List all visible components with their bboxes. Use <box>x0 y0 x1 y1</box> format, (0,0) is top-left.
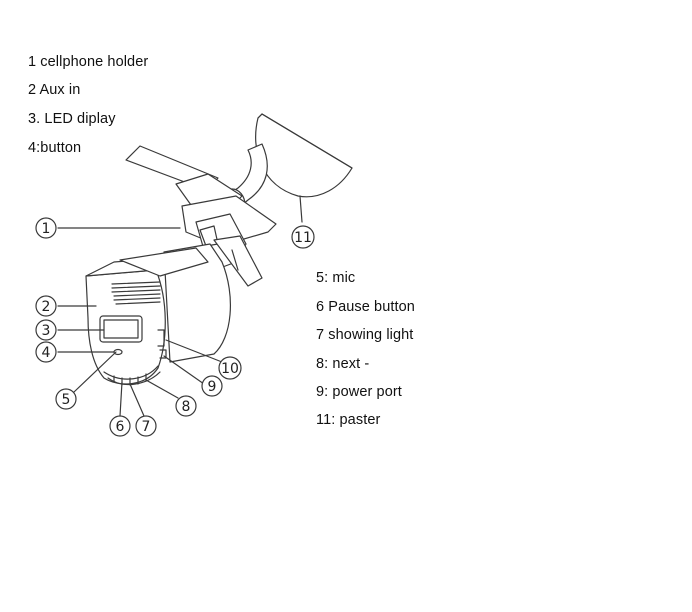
callout-6: 6 <box>109 415 131 437</box>
callout-2: 2 <box>35 295 57 317</box>
leader-lines <box>57 195 303 417</box>
legend-item-aux-in: 2 Aux in <box>28 82 81 98</box>
callout-11-label: 11 <box>294 230 312 246</box>
callout-10: 10 <box>218 356 242 380</box>
callout-3-label: 3 <box>42 323 51 339</box>
callout-8-label: 8 <box>182 399 191 415</box>
legend-item-paster: 11: paster <box>316 412 381 428</box>
callout-5: 5 <box>55 388 77 410</box>
callout-1: 1 <box>35 217 57 239</box>
callout-6-label: 6 <box>116 419 125 435</box>
callout-7: 7 <box>135 415 157 437</box>
callout-9: 9 <box>201 375 223 397</box>
legend-item-led-display: 3. LED diplay <box>28 111 116 127</box>
callout-11: 11 <box>291 225 315 249</box>
legend-item-next: 8: next - <box>316 356 370 372</box>
legend-item-pause-button: 6 Pause button <box>316 299 415 315</box>
legend-item-showing-light: 7 showing light <box>316 327 414 343</box>
legend-item-mic: 5: mic <box>316 270 356 286</box>
fm-transmitter-body <box>85 243 231 386</box>
callout-9-label: 9 <box>208 379 217 395</box>
callout-1-label: 1 <box>42 221 51 237</box>
callout-4: 4 <box>35 341 57 363</box>
legend-item-cellphone-holder: 1 cellphone holder <box>28 54 149 70</box>
legend-item-power-port: 9: power port <box>316 384 402 400</box>
callout-7-label: 7 <box>142 419 151 435</box>
suction-cup-paster <box>255 113 353 198</box>
callout-8: 8 <box>175 395 197 417</box>
callout-3: 3 <box>35 319 57 341</box>
legend-item-button: 4:button <box>28 140 82 156</box>
callout-10-label: 10 <box>221 361 239 377</box>
callout-5-label: 5 <box>62 392 71 408</box>
callout-2-label: 2 <box>42 299 51 315</box>
callout-4-label: 4 <box>42 345 51 361</box>
